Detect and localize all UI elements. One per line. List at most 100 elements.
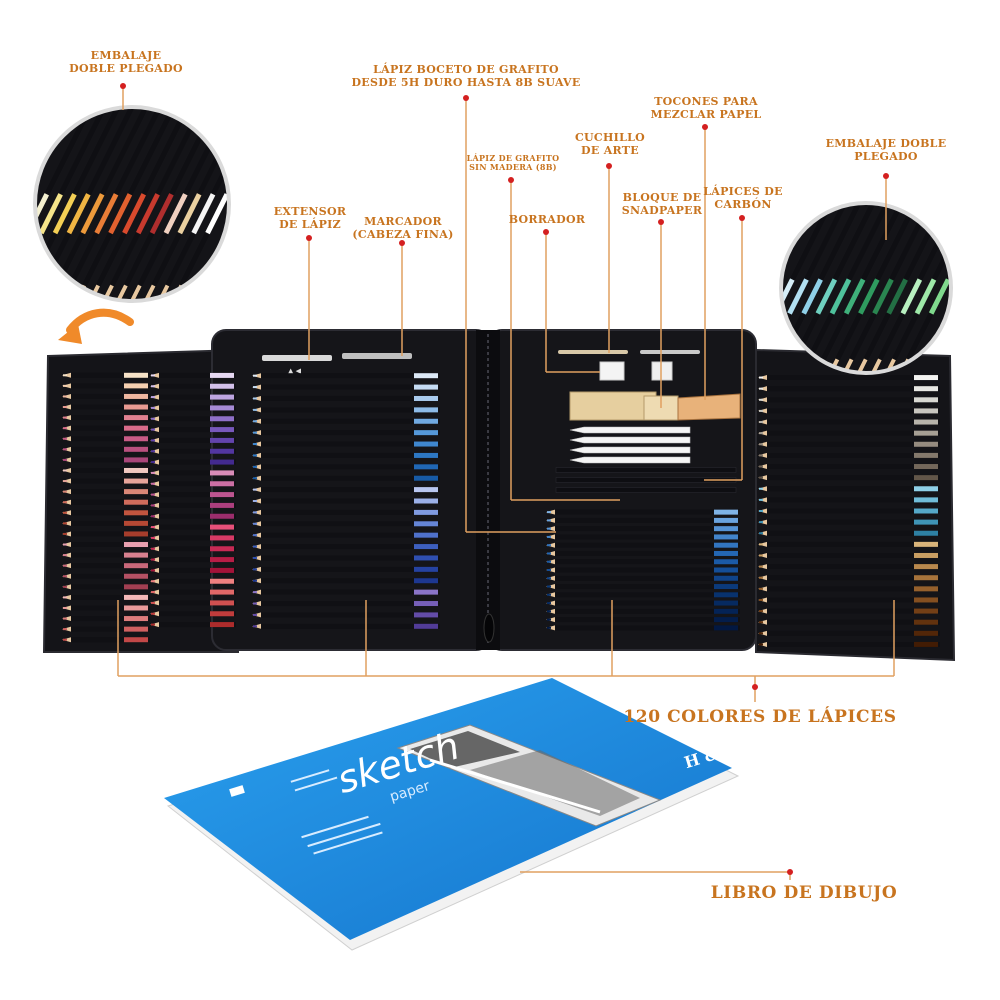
pencil-core — [151, 450, 155, 453]
pencil-body — [71, 510, 150, 516]
pencil-color-band — [124, 542, 148, 548]
pencil-color-band — [124, 510, 148, 516]
pencil-color-band — [414, 498, 438, 504]
pencil-row-left-flap — [62, 372, 150, 643]
pencil-core — [151, 493, 155, 496]
magnified-pencil-color — [886, 278, 908, 315]
pencil-color-band — [914, 475, 938, 481]
pencil-color-band — [210, 492, 234, 498]
pencil-color-band — [124, 489, 148, 495]
pencil-body — [71, 563, 150, 569]
pencil-body — [71, 573, 150, 579]
pencil-body — [159, 405, 236, 411]
magnified-pencil-color — [787, 278, 809, 315]
pencil-color-band — [124, 446, 148, 452]
magnified-pencil-tip — [857, 358, 868, 373]
magnified-pencil-color — [163, 193, 188, 235]
pencil-color-band — [124, 563, 148, 569]
pencil-core — [63, 437, 67, 440]
pencil-body — [767, 619, 940, 625]
pencil-body — [555, 584, 740, 590]
label-blending-stumps: TOCONES PARA MEZCLAR PAPEL — [650, 95, 762, 121]
pencil-body — [71, 383, 150, 389]
pencil-body — [159, 416, 236, 422]
pencil-core — [253, 602, 257, 605]
pencil-body — [159, 459, 236, 465]
pencil-color-band — [914, 519, 938, 525]
pencil-core — [63, 416, 67, 419]
pencil-core — [63, 617, 67, 620]
label-pencil-extender: EXTENSOR DE LÁPIZ — [273, 205, 347, 231]
pencil-color-band — [210, 502, 234, 508]
pencil-core — [151, 591, 155, 594]
pencil-body — [261, 441, 440, 447]
pencil-body — [71, 457, 150, 463]
pencil-body — [767, 508, 940, 514]
pencil-body — [261, 498, 440, 504]
pencil-color-band — [914, 619, 938, 625]
magnified-pencil-color — [108, 193, 133, 235]
packaging-detail-left — [33, 105, 231, 303]
pencil-color-band — [914, 530, 938, 536]
pencil-body — [71, 467, 150, 473]
pencil-body — [71, 372, 150, 378]
charcoal-pencil — [555, 467, 737, 473]
pencil-core — [63, 554, 67, 557]
pencil-core — [151, 504, 155, 507]
pencil-body — [71, 425, 150, 431]
pencil-body — [261, 430, 440, 436]
label-charcoal-pencils: LÁPICES DE CARBÓN — [703, 185, 783, 211]
pencil-body — [159, 394, 236, 400]
pencil-color-band — [414, 532, 438, 538]
pencil-core — [253, 386, 257, 389]
pencil-color-band — [914, 586, 938, 592]
pencil-core — [151, 569, 155, 572]
label-graphite-pencil: LÁPIZ BOCETO DE GRAFITO DESDE 5H DURO HA… — [351, 63, 581, 89]
pencil-core — [547, 527, 551, 530]
magnified-pencil-color — [205, 193, 229, 235]
pencil-core — [253, 500, 257, 502]
pencil-color-band — [124, 552, 148, 558]
pencil-body — [767, 608, 940, 614]
pencil-core — [63, 532, 67, 535]
pencil-body — [261, 532, 440, 538]
pencil-color-band — [124, 499, 148, 505]
pencil-core — [759, 476, 763, 479]
pencil-core — [759, 498, 763, 501]
pencil-body — [261, 418, 440, 424]
blending-stump — [569, 446, 691, 454]
pencil-core — [63, 638, 67, 641]
magnified-pencil-color — [52, 193, 77, 235]
pencil-color-band — [714, 592, 738, 598]
fold-arrow-icon — [66, 308, 134, 334]
pencil-core — [151, 428, 155, 431]
pencil-color-band — [210, 470, 234, 476]
pencil-color-band — [414, 464, 438, 470]
pencil-body — [261, 544, 440, 550]
pencil-body — [261, 623, 440, 629]
pencil-color-band — [414, 475, 438, 481]
pencil-color-band — [914, 508, 938, 514]
pencil-core — [63, 374, 67, 377]
pencil-core — [759, 443, 763, 446]
pencil-color-band — [414, 407, 438, 413]
pencil-core — [63, 564, 67, 567]
pencil-core — [151, 461, 155, 464]
pencil-color-band — [914, 452, 938, 458]
pencil-color-band — [414, 509, 438, 515]
pencil-body — [767, 475, 940, 481]
pencil-row-right-flap — [758, 375, 940, 647]
pencil-core — [759, 532, 763, 535]
pencil-body — [261, 452, 440, 458]
pencil-core — [547, 626, 551, 629]
pencil-color-band — [124, 573, 148, 579]
pencil-body — [767, 541, 940, 547]
pencil-color-band — [414, 430, 438, 436]
pencil-color-band — [210, 589, 234, 595]
pencil-core — [547, 560, 551, 563]
pencil-body — [159, 546, 236, 552]
pencil-body — [159, 492, 236, 498]
pencil-color-band — [914, 575, 938, 581]
blending-stump — [569, 456, 691, 464]
label-packaging-left: EMBALAJE DOBLE PLEGADO — [69, 49, 183, 75]
